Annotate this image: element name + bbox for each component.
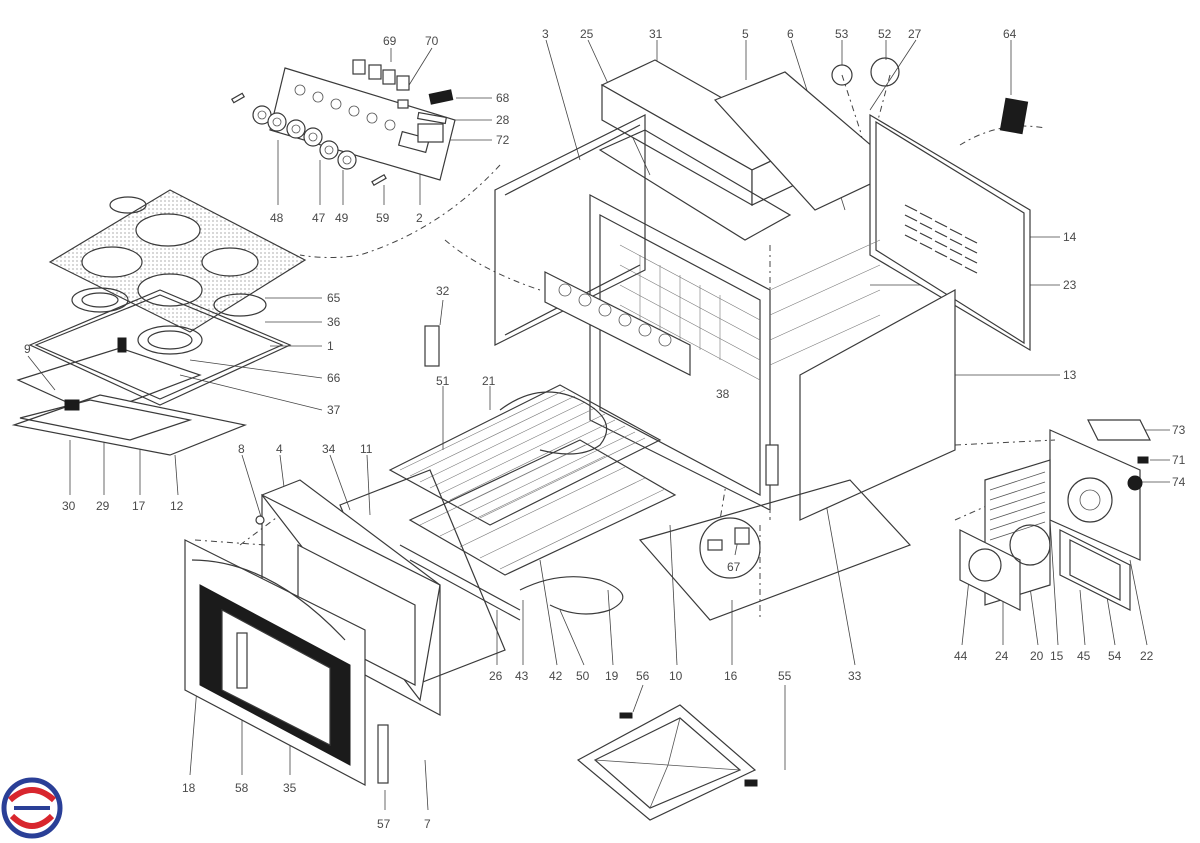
- callout-38: 38: [716, 387, 730, 401]
- callout-68: 68: [496, 91, 510, 105]
- callout-72: 72: [496, 133, 510, 147]
- insulation-wrap: [619, 239, 881, 381]
- callout-59: 59: [376, 211, 390, 225]
- callout-44: 44: [954, 649, 968, 663]
- callout-16: 16: [724, 669, 738, 683]
- callout-18: 18: [182, 781, 196, 795]
- callout-56: 56: [636, 669, 650, 683]
- callout-35: 35: [283, 781, 297, 795]
- callout-5: 5: [742, 27, 749, 41]
- callout-55: 55: [778, 669, 792, 683]
- callout-28: 28: [496, 113, 510, 127]
- callout-53: 53: [835, 27, 849, 41]
- callout-10: 10: [669, 669, 683, 683]
- callout-3: 3: [542, 27, 549, 41]
- callout-25: 25: [580, 27, 594, 41]
- callout-48: 48: [270, 211, 284, 225]
- cooktop-assembly: [11, 189, 307, 456]
- callout-31: 31: [649, 27, 663, 41]
- fan-heater-grille: [989, 471, 1046, 541]
- callout-67: 67: [727, 560, 741, 574]
- callout-69: 69: [383, 34, 397, 48]
- callout-66: 66: [327, 371, 341, 385]
- oven-door: [184, 479, 441, 786]
- callout-33: 33: [848, 669, 862, 683]
- callout-22: 22: [1140, 649, 1154, 663]
- callout-50: 50: [576, 669, 590, 683]
- callout-9: 9: [24, 342, 31, 356]
- callout-20: 20: [1030, 649, 1044, 663]
- callout-49: 49: [335, 211, 349, 225]
- callout-54: 54: [1108, 649, 1122, 663]
- callout-23: 23: [1063, 278, 1077, 292]
- control-knobs: [252, 105, 357, 170]
- callout-21: 21: [482, 374, 496, 388]
- fascia-knobs: [558, 283, 672, 347]
- callout-19: 19: [605, 669, 619, 683]
- callout-64: 64: [1003, 27, 1017, 41]
- callout-27: 27: [908, 27, 922, 41]
- rack-wires: [399, 389, 646, 519]
- callout-32: 32: [436, 284, 450, 298]
- panel-holes: [294, 84, 396, 131]
- rack2-wires: [419, 444, 666, 570]
- callout-2: 2: [416, 211, 423, 225]
- callout-58: 58: [235, 781, 249, 795]
- callout-51: 51: [436, 374, 450, 388]
- callout-42: 42: [549, 669, 563, 683]
- callout-43: 43: [515, 669, 529, 683]
- callout-14: 14: [1063, 230, 1077, 244]
- callout-73: 73: [1172, 423, 1186, 437]
- brand-logo-icon: [1, 777, 63, 839]
- callout-11: 11: [360, 442, 373, 456]
- callout-15: 15: [1050, 649, 1064, 663]
- callout-57: 57: [377, 817, 391, 831]
- vent-slots-back: [904, 204, 978, 274]
- callout-7: 7: [424, 817, 431, 831]
- oven-cabinet: [494, 59, 1031, 621]
- callout-17: 17: [132, 499, 146, 513]
- callout-8: 8: [238, 442, 245, 456]
- baking-tray: [576, 704, 758, 821]
- callout-74: 74: [1172, 475, 1186, 489]
- callout-47: 47: [312, 211, 326, 225]
- callout-34: 34: [322, 442, 336, 456]
- callout-labels: 1 2 3 4 5 6 7 8 9 10 11 12 13 14 15 16 1…: [24, 27, 1186, 831]
- callout-30: 30: [62, 499, 76, 513]
- callout-70: 70: [425, 34, 439, 48]
- callout-37: 37: [327, 403, 341, 417]
- control-panel-assembly: [230, 59, 456, 187]
- callout-24: 24: [995, 649, 1009, 663]
- callout-12: 12: [170, 499, 184, 513]
- callout-4: 4: [276, 442, 283, 456]
- callout-36: 36: [327, 315, 341, 329]
- callout-52: 52: [878, 27, 892, 41]
- callout-65: 65: [327, 291, 341, 305]
- callout-45: 45: [1077, 649, 1091, 663]
- callout-26: 26: [489, 669, 503, 683]
- callout-71: 71: [1172, 453, 1186, 467]
- callout-6: 6: [787, 27, 794, 41]
- callout-29: 29: [96, 499, 110, 513]
- callout-1: 1: [327, 339, 334, 353]
- fan-assembly: [424, 57, 1151, 611]
- callout-13: 13: [1063, 368, 1077, 382]
